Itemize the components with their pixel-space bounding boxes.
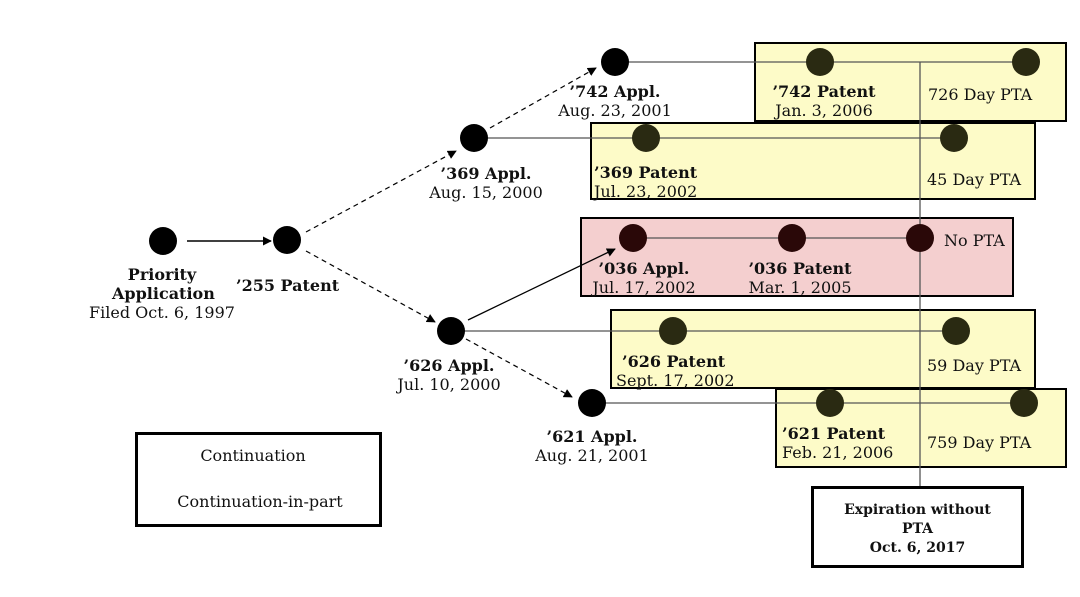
legend: [135, 432, 382, 527]
node-036-patent: [778, 224, 806, 252]
arrow-626-621: [465, 338, 573, 398]
legend-continuation-label: Continuation: [200, 446, 306, 465]
pta-742: 726 Day PTA: [928, 85, 1033, 104]
node-369-patent: [632, 124, 660, 152]
patent-255-title: ’255 Patent: [236, 276, 340, 295]
node-priority: [149, 227, 177, 255]
patent-369-date: Jul. 23, 2002: [594, 182, 698, 201]
priority-title: Priority Application: [112, 265, 215, 303]
node-621-appl: [578, 389, 606, 417]
node-621-patent: [816, 389, 844, 417]
pta-036: No PTA: [944, 231, 1005, 250]
appl-626-label: ’626 Appl. Jul. 10, 2000: [389, 356, 509, 394]
expiration-line2: PTA: [901, 521, 934, 537]
appl-036-title: ’036 Appl.: [598, 259, 690, 278]
expiration-box: Expiration without PTA Oct. 6, 2017: [811, 486, 1024, 568]
pta-621: 759 Day PTA: [927, 433, 1032, 452]
patent-621-date: Feb. 21, 2006: [782, 443, 894, 462]
appl-626-title: ’626 Appl.: [403, 356, 495, 375]
arrow-255-626: [305, 250, 436, 323]
patent-255-label: ’255 Patent: [236, 276, 339, 295]
patent-742-date: Jan. 3, 2006: [775, 101, 873, 120]
appl-369-title: ’369 Appl.: [440, 164, 532, 183]
patent-621-title: ’621 Patent: [782, 424, 886, 443]
pta-626: 59 Day PTA: [927, 356, 1022, 375]
node-742-patent: [806, 48, 834, 76]
patent-626-date: Sept. 17, 2002: [616, 371, 735, 390]
expiration-line1: Expiration without: [844, 502, 991, 518]
node-369-appl: [460, 124, 488, 152]
arrow-626-036: [467, 248, 616, 321]
node-255-patent: [273, 226, 301, 254]
node-621-pta-end: [1010, 389, 1038, 417]
node-626-pta-end: [942, 317, 970, 345]
appl-369-date: Aug. 15, 2000: [429, 183, 543, 202]
patent-369-label: ’369 Patent Jul. 23, 2002: [594, 163, 697, 201]
node-626-appl: [437, 317, 465, 345]
appl-742-label: ’742 Appl. Aug. 23, 2001: [555, 82, 675, 120]
patent-036-label: ’036 Patent Mar. 1, 2005: [742, 259, 858, 297]
patent-036-date: Mar. 1, 2005: [748, 278, 852, 297]
appl-742-title: ’742 Appl.: [569, 82, 661, 101]
patent-626-label: ’626 Patent Sept. 17, 2002: [616, 352, 735, 390]
patent-621-label: ’621 Patent Feb. 21, 2006: [782, 424, 893, 462]
appl-621-label: ’621 Appl. Aug. 21, 2001: [532, 427, 652, 465]
appl-621-date: Aug. 21, 2001: [535, 446, 649, 465]
patent-742-title: ’742 Patent: [772, 82, 876, 101]
arrow-369-742: [489, 67, 597, 129]
priority-date: Filed Oct. 6, 1997: [89, 303, 235, 322]
node-742-pta-end: [1012, 48, 1040, 76]
node-626-patent: [659, 317, 687, 345]
node-369-pta-end: [940, 124, 968, 152]
appl-742-date: Aug. 23, 2001: [558, 101, 672, 120]
patent-626-title: ’626 Patent: [622, 352, 726, 371]
node-036-expiration: [906, 224, 934, 252]
arrow-255-369: [305, 150, 457, 233]
node-742-appl: [601, 48, 629, 76]
pta-369: 45 Day PTA: [927, 170, 1022, 189]
appl-036-date: Jul. 17, 2002: [592, 278, 696, 297]
legend-cip-label: Continuation-in-part: [177, 492, 343, 511]
priority-application-label: Priority Application Filed Oct. 6, 1997: [82, 265, 242, 322]
patent-742-label: ’742 Patent Jan. 3, 2006: [768, 82, 880, 120]
appl-036-label: ’036 Appl. Jul. 17, 2002: [584, 259, 704, 297]
node-036-appl: [619, 224, 647, 252]
appl-626-date: Jul. 10, 2000: [397, 375, 501, 394]
appl-621-title: ’621 Appl.: [546, 427, 638, 446]
patent-036-title: ’036 Patent: [748, 259, 852, 278]
appl-369-label: ’369 Appl. Aug. 15, 2000: [426, 164, 546, 202]
patent-369-title: ’369 Patent: [594, 163, 698, 182]
expiration-line3: Oct. 6, 2017: [869, 540, 966, 556]
